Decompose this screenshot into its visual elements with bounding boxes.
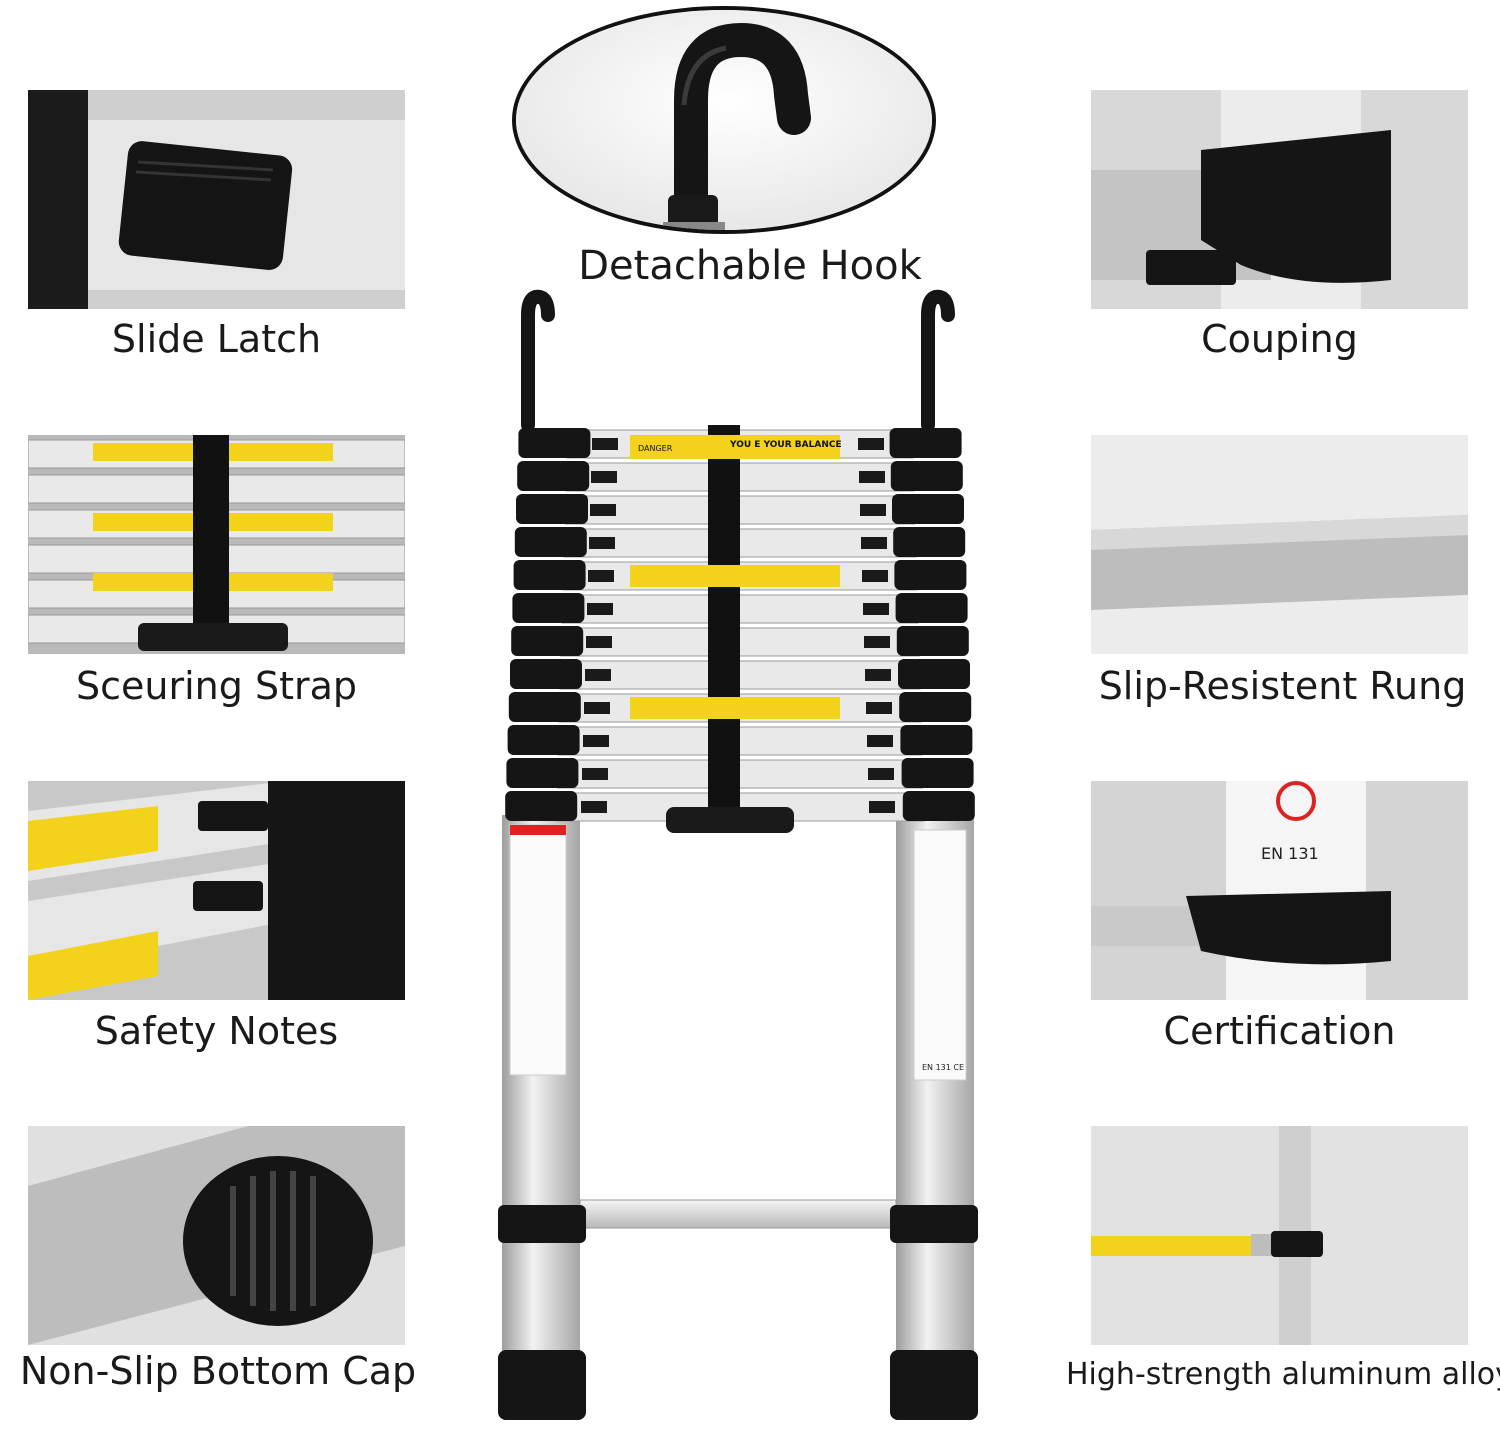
coupling-caption: Couping — [1201, 317, 1358, 361]
rung-end-pad — [581, 801, 607, 813]
non-slip-bottom-cap-photo — [28, 1126, 405, 1345]
rung-end-pad — [589, 537, 615, 549]
rung-end-pad — [863, 603, 889, 615]
side-coupler — [889, 428, 962, 458]
coupling-photo — [1091, 90, 1468, 309]
securing-strap-caption: Sceuring Strap — [76, 664, 357, 708]
rung-end-pad — [590, 504, 616, 516]
rung-end-pad — [859, 471, 885, 483]
rung-end-pad — [592, 438, 618, 450]
side-coupler — [894, 560, 967, 590]
rung-end-pad — [865, 669, 891, 681]
certification-photo: EN 131 — [1091, 781, 1468, 1000]
pole-standard-text: EN 131 CE — [922, 1063, 964, 1072]
rung-end-pad — [582, 768, 608, 780]
detachable-hook-photo — [512, 6, 936, 234]
slide-latch-photo — [28, 90, 405, 309]
rung-end-pad — [867, 735, 893, 747]
securing-strap-photo — [28, 435, 405, 654]
side-coupler — [507, 725, 580, 755]
side-coupler — [890, 461, 963, 491]
slip-resistent-rung-caption: Slip-Resistent Rung — [1098, 664, 1467, 708]
rung-end-pad — [868, 768, 894, 780]
side-coupler — [896, 626, 969, 656]
side-coupler — [899, 692, 972, 722]
rung-end-pad — [587, 603, 613, 615]
detachable-hook-caption: Detachable Hook — [578, 243, 922, 289]
side-coupler — [517, 461, 590, 491]
side-coupler — [901, 758, 974, 788]
rung-end-pad — [858, 438, 884, 450]
side-coupler — [513, 560, 586, 590]
side-coupler — [512, 593, 585, 623]
rung-end-pad — [869, 801, 895, 813]
safety-notes-photo — [28, 781, 405, 1000]
side-coupler — [505, 791, 578, 821]
danger-sticker-text: DANGER — [638, 444, 673, 453]
side-coupler — [892, 494, 964, 524]
certification-standard-text: EN 131 — [1261, 844, 1319, 863]
side-coupler — [506, 758, 579, 788]
side-coupler — [895, 593, 968, 623]
side-coupler — [516, 494, 588, 524]
slip-resistent-rung-photo — [1091, 435, 1468, 654]
aluminum-alloy-photo — [1091, 1126, 1468, 1345]
slide-latch-caption: Slide Latch — [111, 317, 322, 361]
balance-sticker-text: YOU E YOUR BALANCE — [729, 440, 842, 450]
rung-end-pad — [591, 471, 617, 483]
rung-end-pad — [860, 504, 886, 516]
rung-end-pad — [862, 570, 888, 582]
rung-end-pad — [585, 669, 611, 681]
side-coupler — [902, 791, 975, 821]
rung-end-pad — [584, 702, 610, 714]
rung-end-pad — [861, 537, 887, 549]
certification-caption: Certification — [1163, 1009, 1396, 1053]
side-coupler — [898, 659, 970, 689]
rung-end-pad — [583, 735, 609, 747]
rung-end-pad — [864, 636, 890, 648]
side-coupler — [511, 626, 584, 656]
side-coupler — [508, 692, 581, 722]
side-coupler — [900, 725, 973, 755]
safety-notes-caption: Safety Notes — [94, 1009, 339, 1053]
telescopic-ladder-image: DANGER YOU E YOUR BALANCE EN 131 CE — [480, 285, 1000, 1429]
side-coupler — [518, 428, 591, 458]
aluminum-alloy-caption: High-strength aluminum alloy — [1066, 1357, 1500, 1392]
rung-end-pad — [866, 702, 892, 714]
side-coupler — [893, 527, 966, 557]
side-coupler — [510, 659, 582, 689]
non-slip-bottom-cap-caption: Non-Slip Bottom Cap — [19, 1349, 417, 1393]
rung-end-pad — [586, 636, 612, 648]
side-coupler — [514, 527, 587, 557]
rung-end-pad — [588, 570, 614, 582]
